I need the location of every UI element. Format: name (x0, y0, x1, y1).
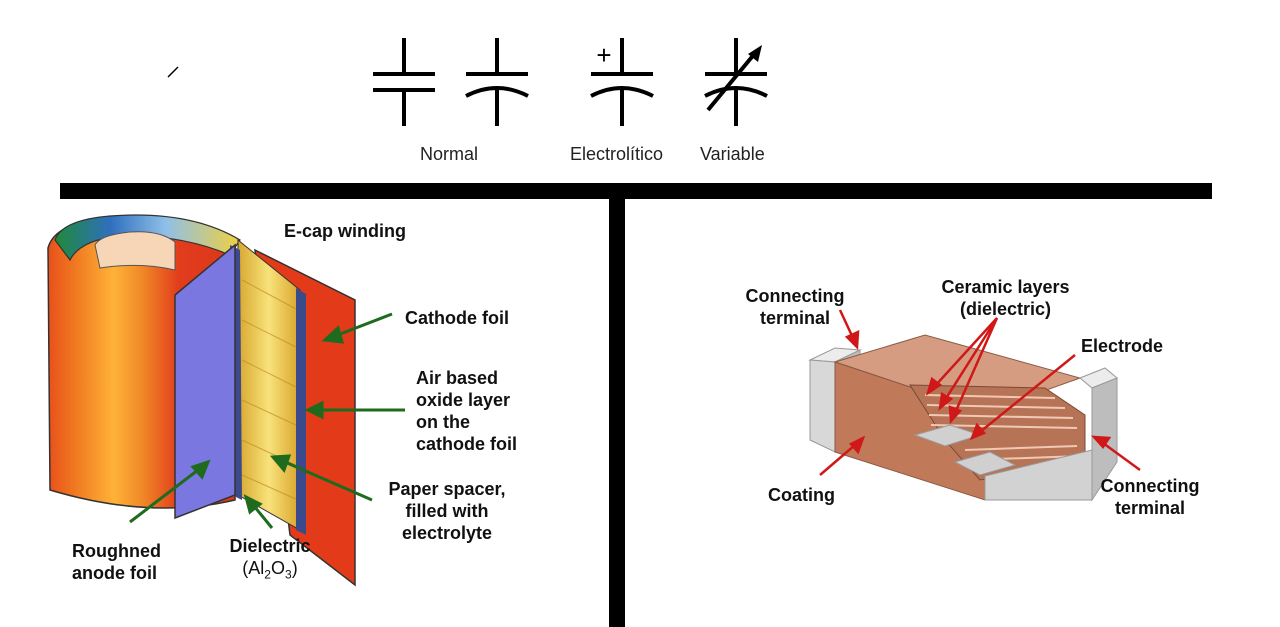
label-anode-line1: Roughned (72, 541, 161, 561)
label-dielectric-formula: (Al2O3) (242, 558, 298, 582)
symbol-label-electrolytic: Electrolítico (570, 144, 664, 164)
label-coating: Coating (768, 485, 835, 505)
label-ceramic-line2: (dielectric) (959, 299, 1052, 319)
label-ct-bottom-line1: Connecting (1100, 476, 1200, 496)
symbol-label-normal: Normal (420, 144, 479, 164)
label-ct-bottom-line2: terminal (1114, 498, 1186, 518)
normal-capacitor-symbol (373, 38, 435, 126)
label-ceramic-line1: Ceramic layers (941, 277, 1070, 297)
oxide-layer (296, 288, 306, 535)
ecap-arrows (129, 312, 405, 529)
variable-capacitor-symbol (704, 38, 768, 126)
label-air-oxide-line2: oxide layer (416, 390, 511, 410)
label-ct-top-line1: Connecting (745, 286, 845, 306)
ecap-winding-illustration (47, 214, 405, 587)
label-paper-spacer-line2: filled with (405, 501, 489, 521)
label-anode-line2: anode foil (72, 563, 157, 583)
label-air-oxide-line1: Air based (416, 368, 499, 388)
mlcc-illustration (808, 309, 1141, 502)
plus-sign: + (596, 40, 611, 70)
curved-plate-capacitor-symbol (465, 38, 529, 126)
symbol-label-variable: Variable (700, 144, 765, 164)
ecap-title: E-cap winding (284, 221, 407, 241)
variable-arrowhead (748, 45, 762, 62)
mlcc-arrows (819, 309, 1141, 476)
label-air-oxide-line3: on the (416, 412, 470, 432)
vertical-divider (609, 199, 625, 627)
paper-spacer-layer (237, 238, 301, 531)
label-air-oxide-line4: cathode foil (416, 434, 518, 454)
label-connecting-terminal-top: Connecting terminal (738, 285, 852, 329)
label-connecting-terminal-bottom: Connecting terminal (1092, 475, 1208, 519)
label-paper-spacer: Paper spacer, filled with electrolyte (382, 478, 512, 544)
stray-mark (167, 66, 179, 78)
horizontal-divider (60, 183, 1212, 199)
label-cathode-foil: Cathode foil (405, 308, 509, 328)
label-paper-spacer-line1: Paper spacer, (388, 479, 506, 499)
label-ceramic-layers: Ceramic layers (dielectric) (928, 276, 1083, 320)
label-ct-top-line2: terminal (759, 308, 831, 328)
electrolytic-capacitor-symbol (590, 38, 654, 126)
label-dielectric-line1: Dielectric (229, 536, 311, 556)
label-paper-spacer-line3: electrolyte (401, 523, 493, 543)
label-anode-foil: Roughned anode foil (72, 540, 161, 584)
capacitor-symbols: + (167, 38, 768, 126)
inner-electrode-2 (953, 451, 1017, 476)
anode-foil-layer (174, 243, 236, 520)
label-electrode: Electrode (1081, 336, 1164, 356)
label-air-oxide: Air based oxide layer on the cathode foi… (416, 367, 517, 455)
label-dielectric: Dielectric (Al2O3) (222, 535, 318, 586)
